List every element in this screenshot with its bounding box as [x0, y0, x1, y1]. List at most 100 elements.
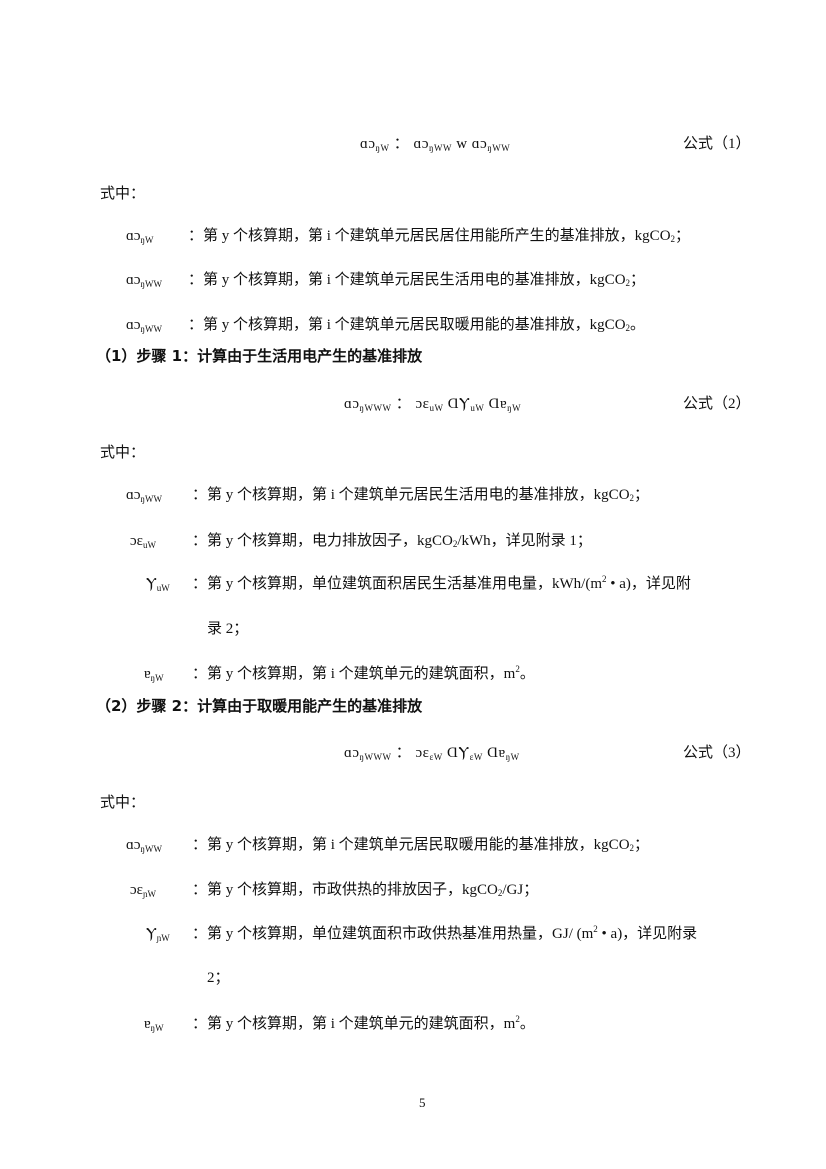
definition-text: 第 y 个核算期，第 i 个建筑单元居民取暖用能的基准排放，kgCO: [203, 317, 626, 333]
formula-symbol: ɑɔ: [360, 136, 376, 152]
step-1-heading: （1）步骤 1：计算由于生活用电产生的基准排放: [96, 347, 423, 365]
definition-symbol: ɑɔŋWW: [126, 317, 188, 334]
definition-symbol: ɑɔŋWW: [126, 487, 192, 504]
symbol-main: ɑɔ: [126, 317, 141, 333]
definition-colon: ：: [192, 533, 208, 549]
definition-colon: ：: [188, 317, 204, 333]
definition-colon: ：: [192, 666, 208, 682]
definition-row: ɐŋW：第 y 个核算期，第 i 个建筑单元的建筑面积，m2。: [144, 1012, 535, 1033]
formula-subscript: ŋW: [375, 143, 390, 153]
definition-text: 第 y 个核算期，第 i 个建筑单元居民生活用电的基准排放，kgCO: [207, 487, 630, 503]
formula-operator: Ɑ: [447, 396, 460, 412]
definition-end: 。: [519, 1016, 535, 1032]
definition-end: 。: [519, 666, 535, 682]
definition-symbol: ɐŋW: [144, 1016, 192, 1033]
symbol-subscript: ŋW: [150, 1023, 164, 1033]
formula-subscript: ŋWWW: [359, 403, 392, 413]
definition-row: ɔɛɲW ：第 y 个核算期，市政供热的排放因子，kgCO2/GJ；: [130, 878, 538, 899]
definition-end: 。: [630, 317, 646, 333]
unit-subscript: 2: [625, 323, 631, 333]
formula-2: ɑɔŋWWW ： ɔɛuW ⱭⲨuW ⱭɐŋW: [344, 392, 521, 413]
symbol-main: ɐ: [144, 1016, 151, 1032]
definition-end: /kWh，详见附录 1；: [457, 533, 592, 549]
definition-symbol: ɑɔŋWW: [126, 837, 192, 854]
definition-row: ɐŋW：第 y 个核算期，第 i 个建筑单元的建筑面积，m2。: [144, 662, 535, 683]
definition-colon: ：: [192, 837, 208, 853]
definition-symbol: ⲨuW: [146, 575, 192, 593]
symbol-subscript: uW: [156, 583, 170, 593]
formula-subscript: ŋWWW: [359, 752, 392, 762]
definition-text: 第 y 个核算期，第 i 个建筑单元居民居住用能所产生的基准排放，kgCO: [203, 228, 671, 244]
definition-text: 第 y 个核算期，电力排放因子，kgCO: [207, 533, 453, 549]
where-label: 式中：: [100, 445, 146, 461]
formula-3: ɑɔŋWWW ： ɔɛɛW ⱭⲨɛW ⱭɐŋW: [344, 741, 520, 762]
symbol-subscript: uW: [142, 540, 156, 550]
symbol-main: ɔɛ: [130, 533, 143, 549]
formula-term: ɔɛ: [415, 396, 430, 412]
definition-end: /GJ；: [502, 882, 539, 898]
definition-colon: ：: [192, 487, 208, 503]
formula-subscript: ŋW: [505, 752, 520, 762]
formula-number-2: 公式（2）: [683, 396, 751, 412]
definition-end: ；: [634, 487, 650, 503]
definition-end: ；: [634, 837, 650, 853]
formula-operator: Ɑ: [446, 745, 459, 761]
unit-subscript: 2: [670, 234, 676, 244]
formula-operator: Ɑ: [488, 396, 500, 412]
symbol-subscript: ŋW: [150, 673, 164, 683]
definition-text: 第 y 个核算期，市政供热的排放因子，kgCO: [207, 882, 498, 898]
formula-subscript: ɛW: [429, 752, 443, 762]
definition-colon: ：: [192, 882, 208, 898]
where-label: 式中：: [100, 795, 146, 811]
definition-row: ɔɛuW：第 y 个核算期，电力排放因子，kgCO2/kWh，详见附录 1；: [130, 529, 592, 550]
page-number: 5: [419, 1095, 426, 1110]
formula-term: Ⲩ: [458, 745, 470, 761]
symbol-subscript: ɲW: [156, 933, 170, 943]
definition-text: 第 y 个核算期，第 i 个建筑单元居民生活用电的基准排放，kgCO: [203, 272, 626, 288]
formula-subscript: ɛW: [469, 752, 483, 762]
symbol-main: ɑɔ: [126, 837, 141, 853]
symbol-subscript: ŋWW: [140, 494, 162, 504]
definition-text: 第 y 个核算期，第 i 个建筑单元的建筑面积，m: [207, 1016, 516, 1032]
definition-end: • a)，详见附: [606, 576, 691, 592]
formula-1: ɑɔŋW ： ɑɔŋWW w ɑɔŋWW: [360, 132, 510, 153]
symbol-main: ɐ: [144, 666, 151, 682]
formula-subscript: uW: [470, 403, 485, 413]
unit-subscript: 2: [452, 539, 458, 549]
definition-row: ɑɔŋW：第 y 个核算期，第 i 个建筑单元居民居住用能所产生的基准排放，kg…: [126, 224, 690, 245]
formula-equals: ：: [393, 136, 410, 152]
definition-symbol: ɔɛuW: [130, 533, 192, 550]
where-label: 式中：: [100, 186, 146, 202]
formula-subscript: uW: [429, 403, 444, 413]
step-2-heading: （2）步骤 2：计算由于取暖用能产生的基准排放: [96, 697, 423, 715]
definition-text: 第 y 个核算期，单位建筑面积居民生活基准用电量，kWh/(m: [207, 576, 603, 592]
definition-row: ɑɔŋWW：第 y 个核算期，第 i 个建筑单元居民取暖用能的基准排放，kgCO…: [126, 833, 649, 854]
formula-symbol: ɑɔ: [344, 396, 360, 412]
formula-subscript: ŋWW: [487, 143, 511, 153]
formula-term: ɐ: [499, 396, 508, 412]
definition-symbol: ɑɔŋW: [126, 228, 188, 245]
symbol-main: ɑɔ: [126, 272, 141, 288]
symbol-subscript: ŋWW: [140, 279, 162, 289]
definition-row: ɑɔŋWW：第 y 个核算期，第 i 个建筑单元居民取暖用能的基准排放，kgCO…: [126, 313, 645, 334]
formula-number-3: 公式（3）: [683, 745, 751, 761]
definition-colon: ：: [192, 1016, 208, 1032]
symbol-main: ɔɛ: [130, 882, 143, 898]
formula-symbol: ɑɔ: [344, 745, 360, 761]
definition-continuation: 2；: [207, 970, 230, 986]
definition-end: ；: [675, 228, 691, 244]
formula-number-1: 公式（1）: [683, 136, 751, 152]
definition-symbol: ɐŋW: [144, 666, 192, 683]
definition-text: 第 y 个核算期，第 i 个建筑单元居民取暖用能的基准排放，kgCO: [207, 837, 630, 853]
formula-term: ɔɛ: [415, 745, 430, 761]
definition-colon: ：: [192, 926, 208, 942]
unit-subscript: 2: [497, 888, 503, 898]
symbol-main: ɑɔ: [126, 487, 141, 503]
symbol-main: Ⲩ: [146, 926, 157, 942]
symbol-main: Ⲩ: [146, 576, 157, 592]
definition-symbol: ⲨɲW: [146, 925, 192, 943]
symbol-subscript: ɲW: [142, 889, 156, 899]
definition-text: 第 y 个核算期，第 i 个建筑单元的建筑面积，m: [207, 666, 516, 682]
definition-end: • a)，详见附录: [597, 926, 698, 942]
formula-term: ɑɔ: [413, 136, 429, 152]
